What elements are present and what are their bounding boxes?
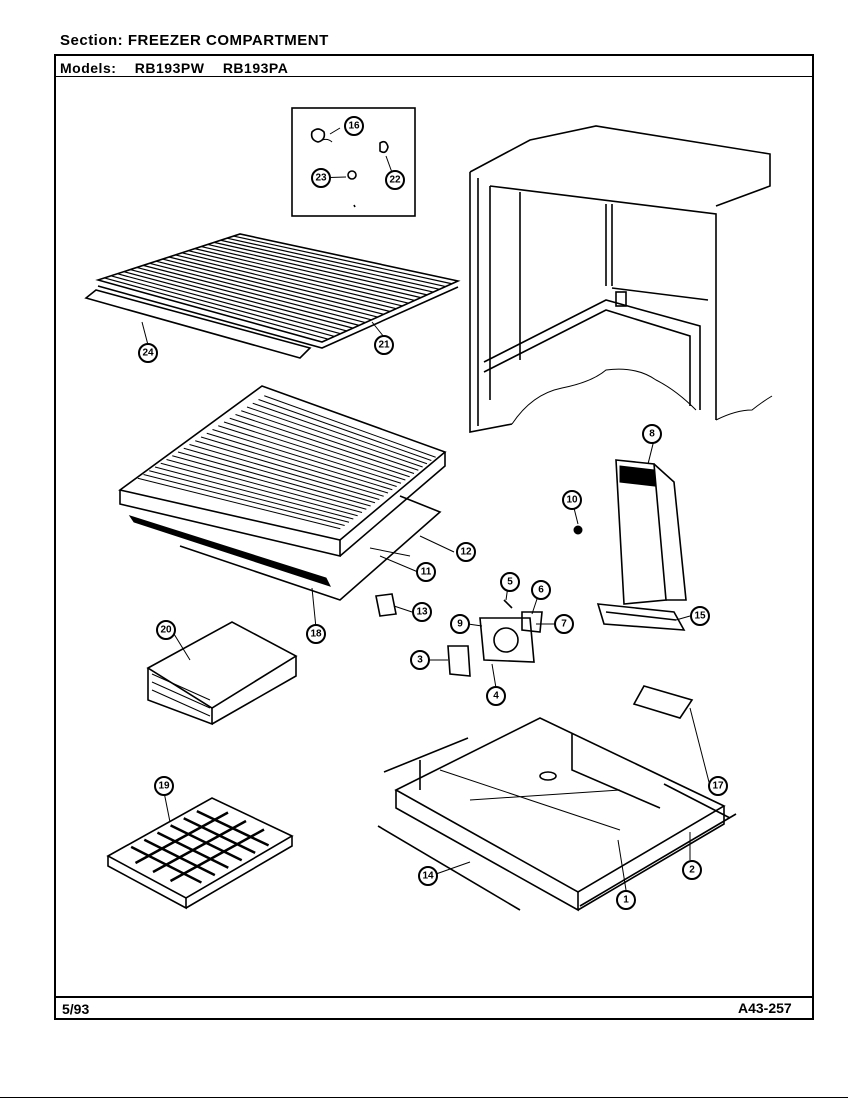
footer-divider (54, 996, 814, 998)
shelf-cover-assembly (118, 385, 447, 601)
callout-21: 21 (374, 335, 394, 355)
svg-text:11: 11 (421, 567, 432, 578)
callout-23: 23 (311, 168, 331, 188)
ice-bin (146, 621, 298, 726)
svg-text:23: 23 (315, 173, 327, 184)
small-parts-inset (291, 107, 416, 217)
page-edge-rule (0, 1097, 848, 1098)
leader-lines (141, 127, 711, 891)
callout-9: 9 (450, 614, 470, 634)
svg-text:10: 10 (566, 495, 578, 506)
callout-24: 24 (138, 343, 158, 363)
svg-text:17: 17 (712, 781, 724, 792)
svg-text:3: 3 (417, 655, 423, 666)
callout-4: 4 (486, 686, 506, 706)
callout-5: 5 (500, 572, 520, 592)
svg-text:18: 18 (310, 629, 322, 640)
callout-14: 14 (418, 866, 438, 886)
callout-1: 1 (616, 890, 636, 910)
callout-20: 20 (156, 620, 176, 640)
svg-text:14: 14 (422, 871, 434, 882)
freezer-liner (469, 125, 773, 433)
svg-text:6: 6 (538, 585, 544, 596)
model-number-1: RB193PW (134, 60, 205, 76)
callout-19: 19 (154, 776, 174, 796)
callout-15: 15 (690, 606, 710, 626)
document-number: A43-257 (738, 1000, 792, 1016)
callout-6: 6 (531, 580, 551, 600)
svg-text:24: 24 (142, 348, 154, 359)
svg-text:9: 9 (457, 619, 463, 630)
header-divider (54, 76, 814, 77)
callout-18: 18 (306, 624, 326, 644)
freezer-floor-panel (377, 685, 737, 912)
svg-text:4: 4 (493, 691, 499, 702)
svg-text:8: 8 (649, 429, 655, 440)
svg-text:15: 15 (694, 611, 706, 622)
callout-16: 16 (344, 116, 364, 136)
callout-2: 2 (682, 860, 702, 880)
callout-22: 22 (385, 170, 405, 190)
callout-13: 13 (412, 602, 432, 622)
svg-text:19: 19 (158, 781, 170, 792)
callout-7: 7 (554, 614, 574, 634)
svg-text:12: 12 (460, 547, 472, 558)
fan-motor-assembly (375, 593, 543, 677)
callout-8: 8 (642, 424, 662, 444)
section-title: Section: FREEZER COMPARTMENT (60, 32, 329, 49)
svg-text:20: 20 (160, 625, 172, 636)
callout-12: 12 (456, 542, 476, 562)
diagram-frame (54, 54, 814, 1020)
callout-10: 10 (562, 490, 582, 510)
section-label: Section: (60, 32, 124, 49)
svg-text:21: 21 (378, 340, 390, 351)
wire-shelf (84, 233, 461, 359)
model-number-2: RB193PA (222, 60, 289, 76)
svg-text:5: 5 (507, 577, 513, 588)
svg-text:2: 2 (689, 865, 695, 876)
revision-date: 5/93 (62, 1001, 90, 1017)
models-line: Models: RB193PW RB193PA (60, 60, 288, 76)
svg-text:22: 22 (389, 175, 401, 186)
svg-text:7: 7 (561, 619, 567, 630)
ice-tray (106, 797, 294, 910)
section-value: FREEZER COMPARTMENT (127, 32, 329, 49)
svg-text:13: 13 (416, 607, 428, 618)
callout-11: 11 (416, 562, 436, 582)
svg-text:1: 1 (623, 895, 629, 906)
callout-17: 17 (708, 776, 728, 796)
svg-text:16: 16 (348, 121, 360, 132)
callout-3: 3 (410, 650, 430, 670)
evaporator-cover (573, 459, 687, 631)
models-label: Models: (60, 60, 117, 76)
